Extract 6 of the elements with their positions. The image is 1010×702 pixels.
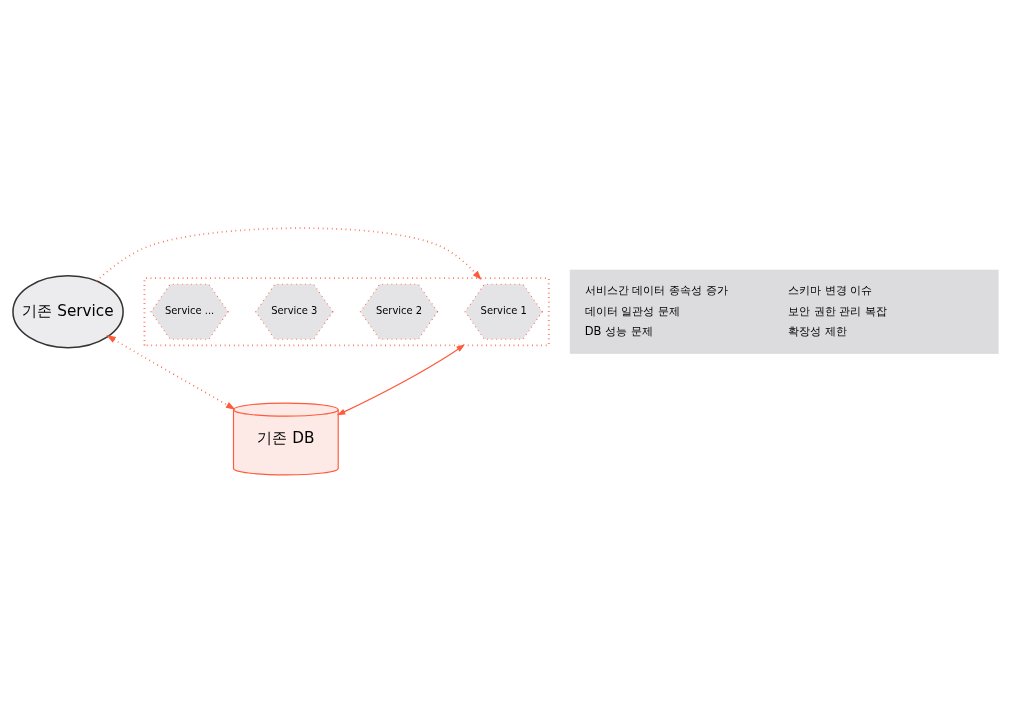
arrow: [105, 334, 235, 410]
arrow: [336, 343, 465, 415]
node-box: 서비스간 데이터 종속성 증가 스키마 변경 이슈 데이터 일관성 문제 보안 권한 관리 복잡 DB 성능 문제 확장성 제한: [569, 269, 999, 354]
cluster: [143, 276, 550, 346]
arrow: [95, 226, 482, 282]
node-ellipse: 기존 Service: [11, 274, 124, 348]
